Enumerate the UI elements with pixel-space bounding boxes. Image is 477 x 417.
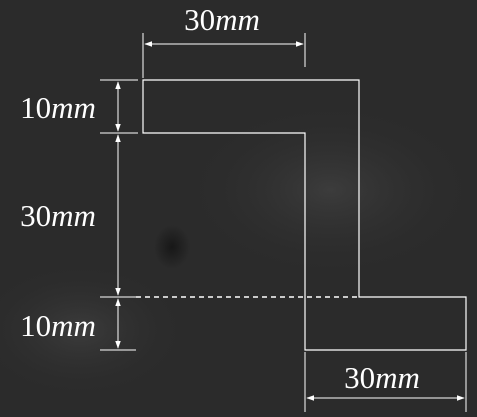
upper-height-label: 10mm bbox=[20, 90, 96, 125]
bottom-width-label: 30mm bbox=[344, 360, 420, 395]
middle-height-label: 30mm bbox=[20, 198, 96, 233]
chalk-smudge bbox=[180, 100, 477, 280]
lower-height-label: 10mm bbox=[20, 308, 96, 343]
z-shape-outline bbox=[142, 79, 467, 351]
top-width-label: 30mm bbox=[184, 2, 260, 37]
chalk-smudge bbox=[0, 260, 190, 400]
board-stain bbox=[154, 225, 190, 269]
